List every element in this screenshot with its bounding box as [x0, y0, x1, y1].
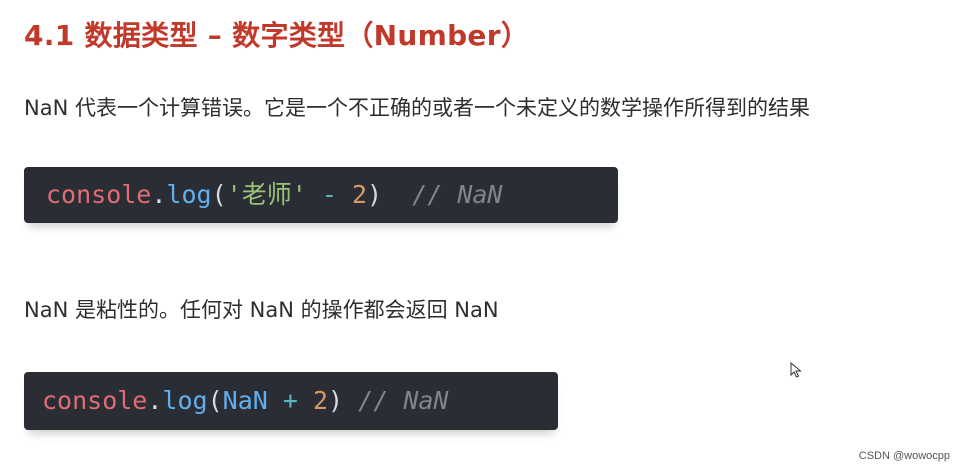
code-token-comment: // NaN — [358, 386, 449, 415]
code-token-method: log — [166, 180, 212, 209]
watermark: CSDN @wowocpp — [858, 450, 950, 462]
paragraph-nan-sticky: NaN 是粘性的。任何对 NaN 的操作都会返回 NaN — [24, 298, 499, 322]
code-token-operator: + — [282, 386, 298, 415]
code-token-dot: . — [151, 180, 167, 209]
code-token-close-paren: ) — [328, 386, 344, 415]
code-token-operator: - — [321, 180, 337, 209]
paragraph-nan-definition: NaN 代表一个计算错误。它是一个不正确的或者一个未定义的数学操作所得到的结果 — [24, 96, 810, 120]
code-token-operand: NaN — [222, 386, 268, 415]
code-token-number: 2 — [351, 180, 367, 209]
code-token-string: '老师' — [226, 180, 307, 209]
code-token-comment: // NaN — [412, 180, 503, 209]
mouse-pointer-icon — [790, 362, 802, 378]
code-token-number: 2 — [312, 386, 329, 415]
code-token-object: console — [42, 386, 148, 415]
code-token-method: log — [162, 386, 208, 415]
code-token-open-paren: ( — [207, 386, 223, 415]
code-token-close-paren: ) — [367, 180, 383, 209]
code-block-nan-plus: console.log(NaN + 2) // NaN — [24, 372, 558, 430]
code-token-object: console — [46, 180, 152, 209]
code-token-dot: . — [147, 386, 163, 415]
code-block-string-minus: console.log('老师' - 2) // NaN — [24, 167, 618, 223]
code-token-open-paren: ( — [211, 180, 227, 209]
section-heading: 4.1 数据类型 – 数字类型（Number） — [24, 19, 530, 52]
